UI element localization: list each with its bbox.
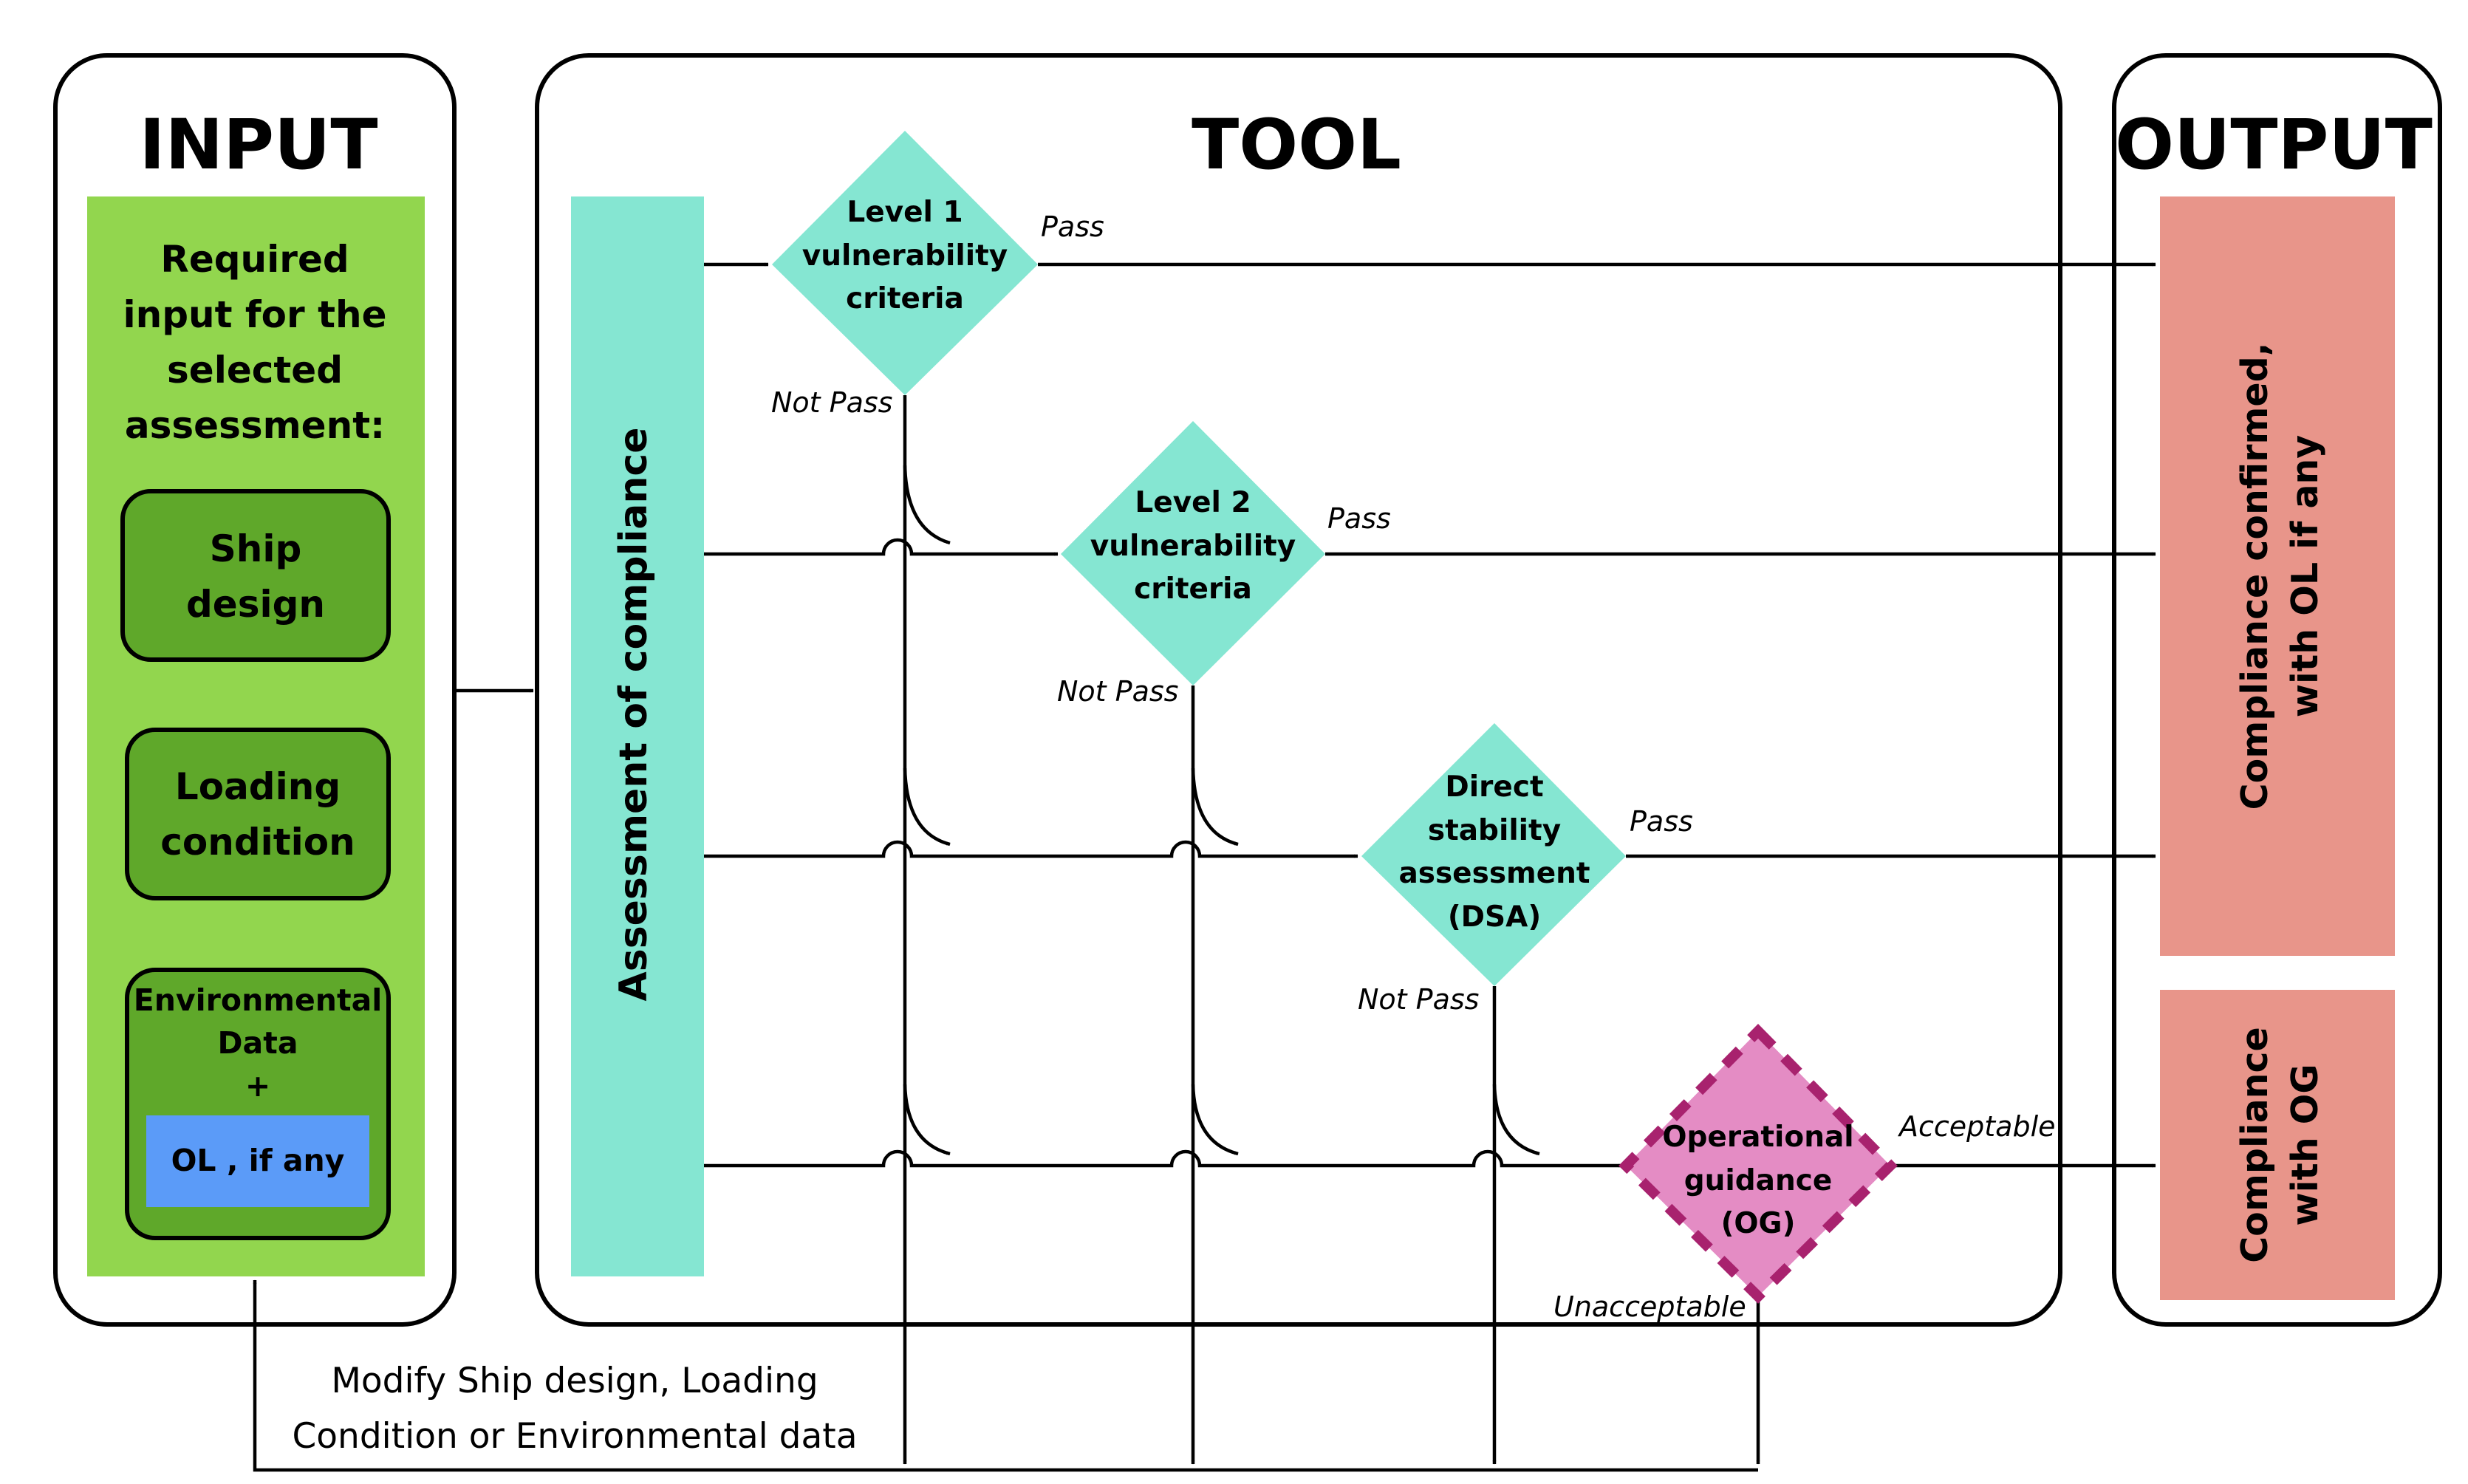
assessment-of-compliance-bar xyxy=(571,196,704,1276)
environmental-data-line-1: Environmental xyxy=(134,982,383,1018)
level2-line-2: vulnerability xyxy=(1090,530,1296,563)
compliance-confirmed-box xyxy=(2160,196,2395,956)
branch-level2-to-dsa-curve xyxy=(1191,767,1239,847)
dsa-line-2: stability xyxy=(1428,814,1561,847)
og-unacceptable-label: Unacceptable xyxy=(1553,1290,1746,1323)
feedback-text-line-1: Modify Ship design, Loading xyxy=(331,1361,818,1401)
level1-line-2: vulnerability xyxy=(802,239,1008,273)
level2-not-pass-label: Not Pass xyxy=(1057,675,1178,708)
og-line-1: Operational xyxy=(1662,1121,1853,1154)
required-input-line-2: input for the xyxy=(123,293,386,336)
branch-level1-to-level2-curve xyxy=(903,465,951,545)
dsa-not-pass-label: Not Pass xyxy=(1358,983,1479,1016)
branch-level1-to-dsa-curve xyxy=(903,767,951,847)
loading-condition-line-1: Loading xyxy=(175,765,341,808)
required-input-line-3: selected xyxy=(167,349,343,391)
ship-design-line-2: design xyxy=(186,583,325,626)
compliance-confirmed-text: Compliance confirmed, with OL if any xyxy=(2234,343,2326,810)
tool-title: TOOL xyxy=(1192,105,1401,185)
to-level2-arrow xyxy=(704,538,1059,556)
og-line-2: guidance xyxy=(1684,1164,1833,1197)
operational-guidance-diamond xyxy=(1618,1024,1898,1304)
loading-condition-box xyxy=(125,728,391,900)
branch-dsa-to-og-curve xyxy=(1492,1084,1540,1156)
ship-design-line-1: Ship xyxy=(210,527,302,570)
loading-condition-line-2: condition xyxy=(160,821,355,864)
required-input-line-4: assessment: xyxy=(125,404,385,447)
og-acceptable-label: Acceptable xyxy=(1897,1110,2056,1143)
to-og-arrow xyxy=(704,1149,1623,1168)
compliance-with-og-text: Compliance with OG xyxy=(2234,1027,2326,1263)
level1-line-3: criteria xyxy=(846,282,964,315)
compliance-with-og-line-2: with OG xyxy=(2284,1064,2326,1225)
ol-if-any-box xyxy=(146,1115,369,1207)
level1-pass-label: Pass xyxy=(1041,211,1104,243)
ship-design-box xyxy=(120,489,391,662)
branch-level2-to-og-curve xyxy=(1191,1084,1239,1156)
level2-line-3: criteria xyxy=(1134,572,1252,606)
level2-line-1: Level 2 xyxy=(1135,486,1251,519)
og-line-3: (OG) xyxy=(1721,1207,1796,1240)
feedback-arrow xyxy=(253,1279,1758,1472)
compliance-with-og-line-1: Compliance xyxy=(2234,1027,2276,1263)
compliance-with-og-box xyxy=(2160,990,2395,1300)
required-input-line-1: Required xyxy=(160,238,349,281)
level1-line-1: Level 1 xyxy=(847,196,963,229)
environmental-data-line-2: Data xyxy=(218,1025,298,1061)
input-title: INPUT xyxy=(140,105,378,185)
level2-diamond xyxy=(1061,421,1325,685)
branch-level1-to-og-curve xyxy=(903,1084,951,1156)
dsa-line-1: Direct xyxy=(1445,770,1543,804)
level2-pass-label: Pass xyxy=(1327,502,1391,535)
output-title: OUTPUT xyxy=(2115,105,2433,185)
compliance-confirmed-line-2: with OL if any xyxy=(2284,435,2326,717)
level1-not-pass-label: Not Pass xyxy=(771,386,892,419)
ol-if-any-label: OL , if any xyxy=(171,1143,345,1178)
dsa-line-3: assessment xyxy=(1398,857,1590,890)
assessment-of-compliance-label: Assessment of compliance xyxy=(612,427,656,1001)
dsa-line-4: (DSA) xyxy=(1448,900,1541,934)
feedback-text-line-2: Condition or Environmental data xyxy=(292,1416,857,1457)
level1-diamond xyxy=(772,131,1038,395)
dsa-pass-label: Pass xyxy=(1630,805,1693,838)
environmental-data-plus: + xyxy=(245,1068,270,1104)
dsa-diamond xyxy=(1361,723,1626,986)
compliance-confirmed-line-1: Compliance confirmed, xyxy=(2234,343,2276,810)
